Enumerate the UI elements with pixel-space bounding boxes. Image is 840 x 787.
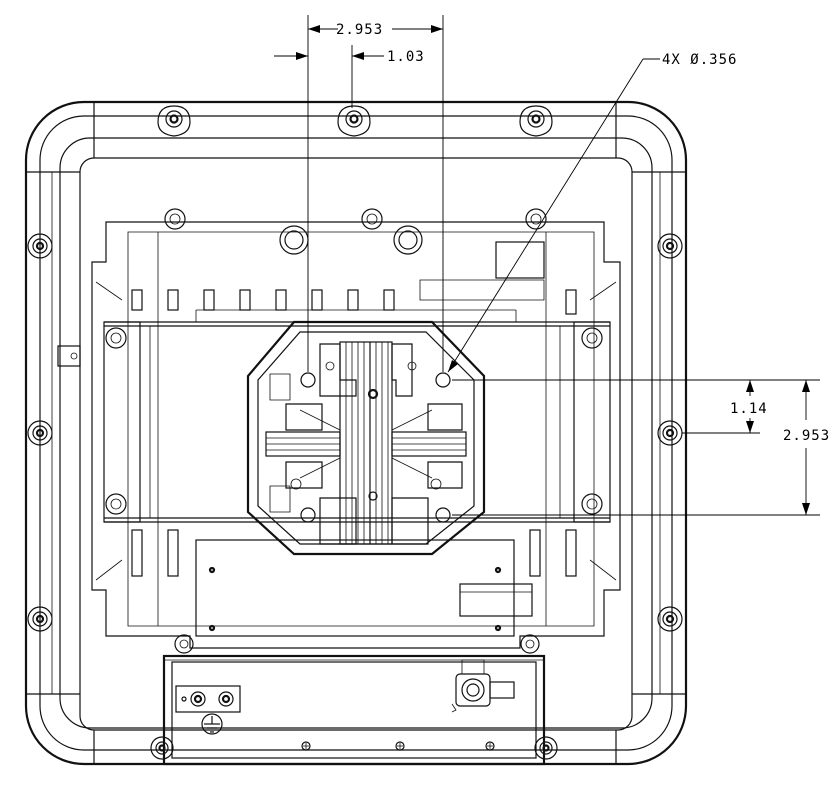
vesa-hole-top-left — [300, 372, 316, 388]
screw-top-left — [157, 105, 191, 137]
vesa-hole-bottom-left — [300, 507, 316, 523]
dim-hole-callout: 4X Ø.356 — [662, 52, 737, 68]
screw-bottom-right — [534, 736, 558, 760]
perimeter-screws — [27, 105, 683, 760]
screw-right-3 — [657, 606, 683, 632]
power-connector — [451, 659, 515, 713]
screw-left-1 — [27, 233, 53, 259]
cross-bars — [265, 409, 467, 479]
center-spine — [339, 341, 393, 545]
screw-right-2 — [657, 420, 683, 446]
inner-tray — [91, 208, 621, 654]
vesa-hole-top-right — [435, 372, 451, 388]
ground-symbol-icon — [201, 713, 223, 735]
dim-right-height: 2.953 — [783, 428, 830, 444]
vesa-mount-plate — [246, 320, 486, 556]
dim-top-width: 2.953 — [336, 22, 383, 38]
screw-right-1 — [657, 233, 683, 259]
screw-top-right — [519, 105, 553, 137]
dimension-lines — [274, 15, 820, 516]
outer-housing — [24, 100, 688, 766]
terminal-block — [175, 685, 241, 713]
vesa-hole-bottom-right — [435, 507, 451, 523]
dim-right-offset: 1.14 — [730, 401, 768, 417]
screw-bottom-left — [150, 736, 174, 760]
connector-panel — [162, 654, 546, 766]
screw-left-3 — [27, 606, 53, 632]
dim-top-offset: 1.03 — [387, 49, 425, 65]
screw-top-center — [337, 105, 371, 137]
screw-left-2 — [27, 420, 53, 446]
